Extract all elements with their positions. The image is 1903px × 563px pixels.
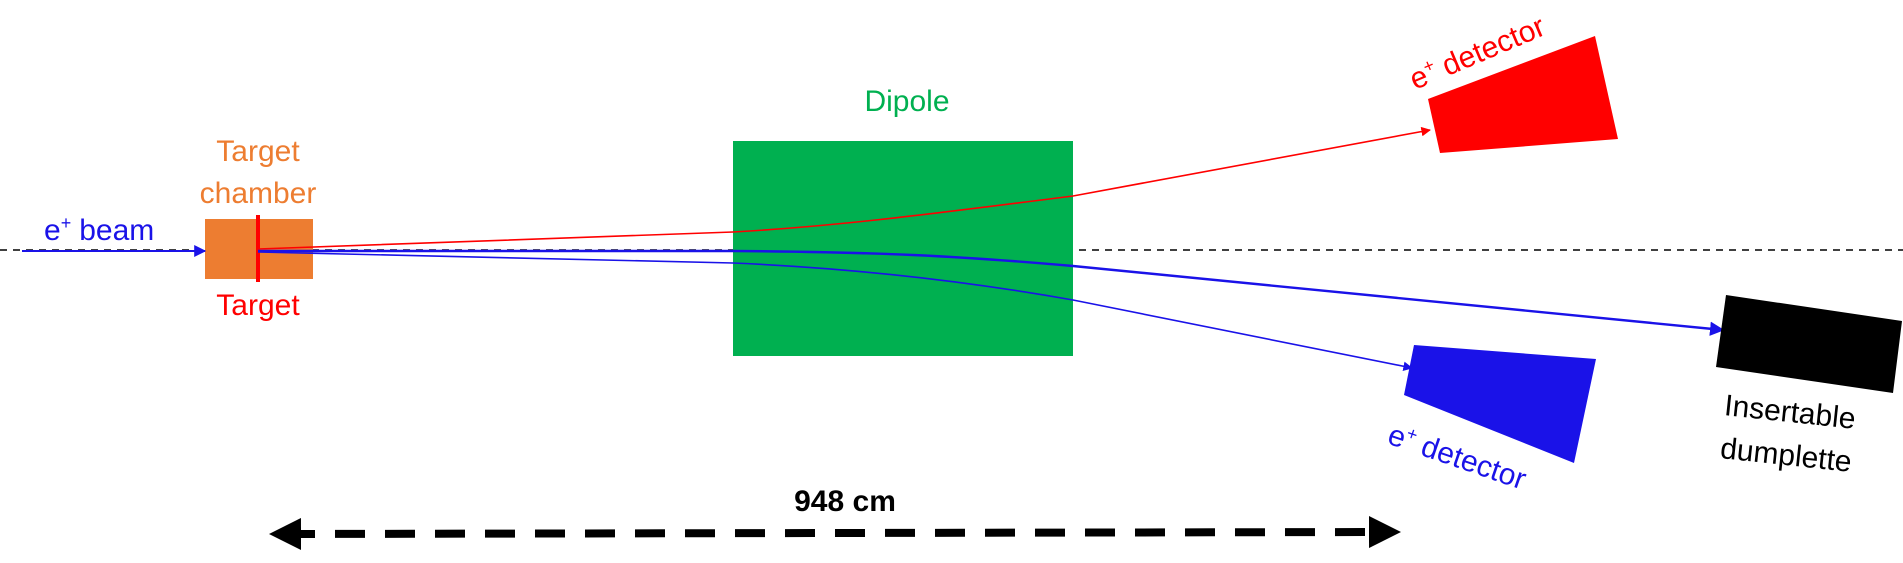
positron-trajectory-lower (257, 251, 1413, 372)
dumplette-label-line2: dumplette (1719, 432, 1853, 479)
positron-detector-lower (1404, 345, 1596, 463)
detector-lower-label-word: detector (1417, 430, 1530, 496)
beam-label-superscript: + (61, 213, 72, 233)
beam-label-word: beam (79, 214, 154, 247)
beam-label-particle: e (44, 214, 61, 247)
positron-trajectory-upper (257, 126, 1431, 250)
insertable-dumplette (1716, 295, 1902, 393)
dipole-magnet (733, 141, 1073, 356)
target-label: Target (216, 289, 300, 322)
target-chamber-label-line1: Target (216, 135, 300, 168)
beam-label: e+ beam (44, 213, 154, 247)
target-chamber-label-line2: chamber (200, 177, 317, 210)
distance-label: 948 cm (794, 485, 896, 518)
distance-arrow (269, 516, 1401, 550)
positron-detector-upper (1428, 36, 1618, 153)
beam-to-dump-trajectory (258, 249, 1725, 336)
dipole-label: Dipole (864, 85, 949, 118)
dumplette-label-line1: Insertable (1723, 389, 1857, 436)
